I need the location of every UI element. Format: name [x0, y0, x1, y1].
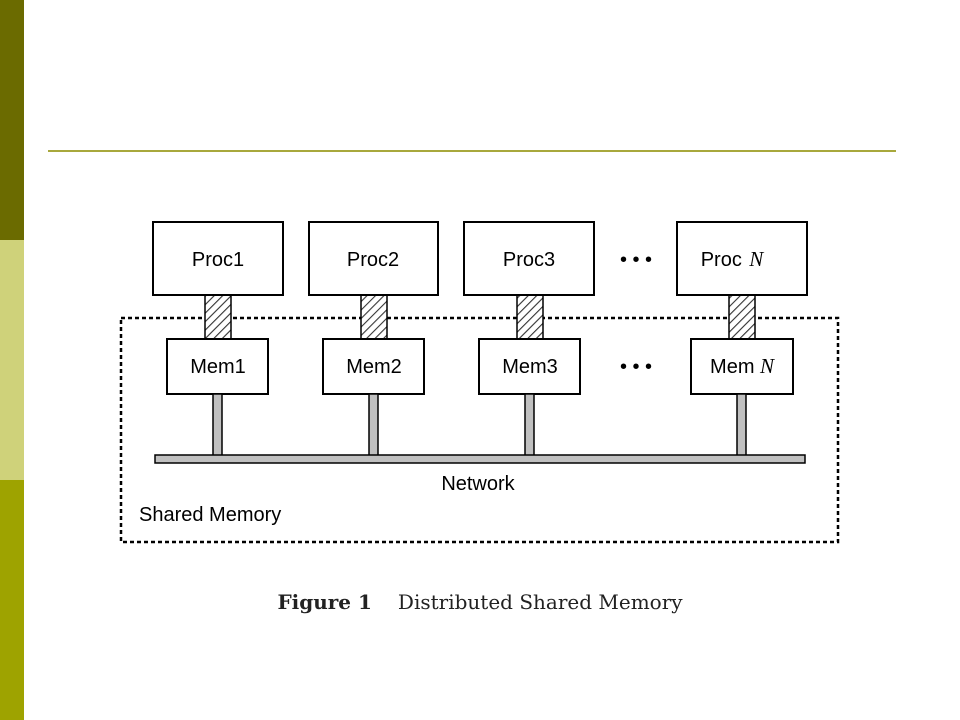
mem-label-2: Mem2	[346, 356, 402, 378]
proc-label-n-var: N	[748, 247, 764, 271]
proc-label-n-group: Proc N	[701, 247, 765, 271]
accent-bar-bottom	[0, 480, 24, 720]
mem-box-n	[690, 338, 794, 395]
proc-box-n	[676, 221, 808, 296]
proc-mem-link-2	[360, 294, 388, 340]
figure-caption: Figure 1 Distributed Shared Memory	[0, 590, 960, 614]
shared-memory-region	[119, 316, 840, 544]
proc-mem-link-1	[204, 294, 232, 340]
mem-net-link-2	[368, 393, 379, 457]
proc-label-n: Proc	[701, 249, 742, 271]
proc-label-3: Proc3	[503, 249, 555, 271]
network-label: Network	[441, 473, 515, 495]
mem-ellipsis: • • •	[620, 356, 652, 378]
mem-net-link-3	[524, 393, 535, 457]
shared-memory-label: Shared Memory	[139, 504, 281, 526]
mem-label-n: Mem	[710, 356, 754, 378]
proc-mem-link-n	[728, 294, 756, 340]
mem-label-3: Mem3	[502, 356, 558, 378]
proc-box-3	[463, 221, 595, 296]
proc-label-2: Proc2	[347, 249, 399, 271]
mem-net-link-1	[212, 393, 223, 457]
proc-box-1	[152, 221, 284, 296]
proc-box-2	[308, 221, 439, 296]
proc-mem-link-3	[516, 294, 544, 340]
figure-number: Figure 1	[277, 590, 372, 614]
mem-box-3	[478, 338, 581, 395]
mem-label-n-var: N	[759, 354, 775, 378]
accent-bar-top	[0, 0, 24, 240]
proc-label-1: Proc1	[192, 249, 244, 271]
mem-label-n-group: Mem N	[710, 354, 775, 378]
mem-net-link-n	[736, 393, 747, 457]
title-rule	[48, 150, 896, 152]
accent-bar-middle	[0, 240, 24, 480]
mem-box-1	[166, 338, 269, 395]
network-bus	[154, 454, 806, 464]
proc-ellipsis: • • •	[620, 249, 652, 271]
mem-label-1: Mem1	[190, 356, 246, 378]
figure-title: Distributed Shared Memory	[397, 590, 683, 614]
